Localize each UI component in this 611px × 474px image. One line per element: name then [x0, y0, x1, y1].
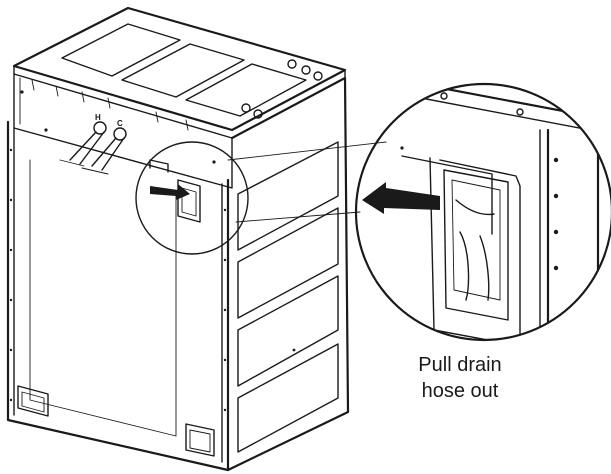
- hot-inlet-label: H: [95, 113, 101, 122]
- caption-line-1: Pull drain: [418, 354, 502, 376]
- cold-inlet-label: C: [117, 119, 123, 128]
- back-panel-band: [13, 73, 233, 189]
- small-pull-arrow: [150, 184, 190, 200]
- magnifier-leader-lines: [227, 141, 387, 223]
- caption-line-2: hose out: [421, 380, 499, 402]
- instruction-caption: Pull drain hose out: [390, 352, 530, 404]
- washer-top: [12, 6, 347, 139]
- side-panel: [226, 76, 350, 472]
- pull-direction-arrow: [362, 182, 440, 214]
- back-panel: [6, 120, 230, 472]
- magnifier-detail-circle: [354, 82, 611, 342]
- drain-hose-bracket: [149, 159, 201, 223]
- magnifier-source-circle: [135, 141, 249, 255]
- water-inlets: H C: [59, 113, 127, 175]
